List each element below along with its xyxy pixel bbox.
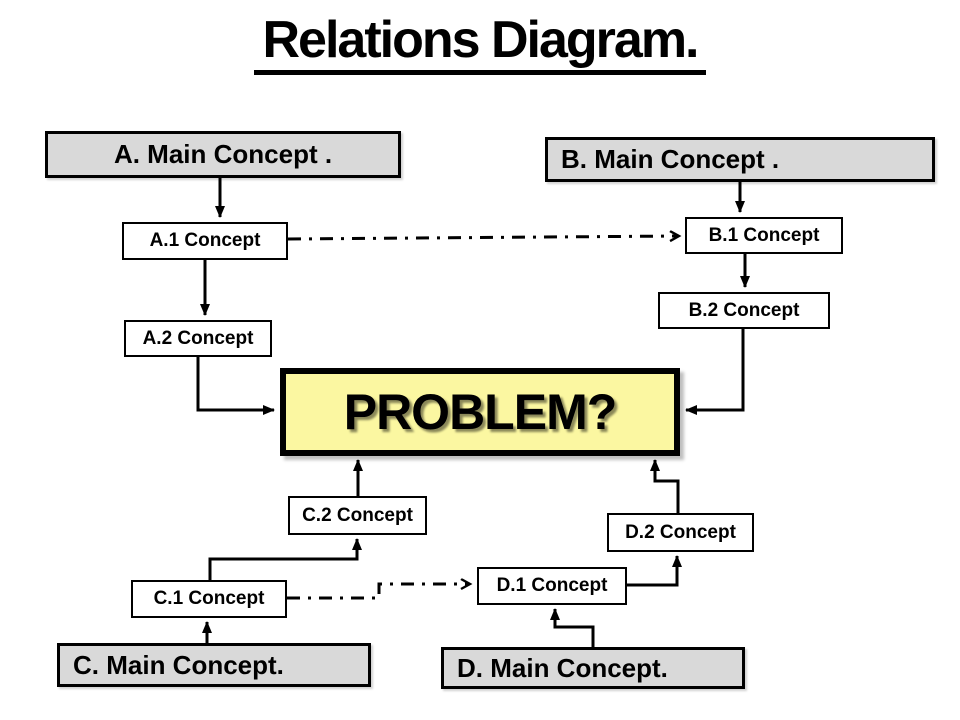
node-main-concept-a: A. Main Concept . bbox=[45, 131, 401, 178]
connector-d1-to-d2 bbox=[627, 555, 682, 587]
connector-d2-to-problem bbox=[650, 459, 680, 513]
relation-c1-to-d1-dashdot bbox=[287, 584, 470, 600]
node-b2-concept: B.2 Concept bbox=[658, 292, 830, 329]
connector-a2-to-problem bbox=[196, 357, 275, 415]
node-main-concept-b: B. Main Concept . bbox=[545, 137, 935, 182]
relation-a1-to-b1-dashdot bbox=[287, 236, 679, 239]
connector-c1-to-c2 bbox=[208, 538, 362, 580]
connector-b2-to-problem bbox=[685, 329, 745, 415]
slide-title-text: Relations Diagram. bbox=[254, 11, 706, 76]
node-a2-concept: A.2 Concept bbox=[124, 320, 272, 357]
node-b1-concept: B.1 Concept bbox=[685, 217, 843, 254]
slide-title: Relations Diagram. bbox=[0, 11, 960, 76]
node-d2-concept: D.2 Concept bbox=[607, 513, 754, 552]
connector-main-d-to-d1 bbox=[550, 608, 595, 647]
node-a1-concept: A.1 Concept bbox=[122, 222, 288, 260]
node-main-concept-d: D. Main Concept. bbox=[441, 647, 745, 689]
node-problem: PROBLEM? bbox=[280, 368, 680, 456]
node-main-concept-c: C. Main Concept. bbox=[57, 643, 371, 687]
node-d1-concept: D.1 Concept bbox=[477, 567, 627, 605]
node-c2-concept: C.2 Concept bbox=[288, 496, 427, 535]
node-c1-concept: C.1 Concept bbox=[131, 580, 287, 618]
